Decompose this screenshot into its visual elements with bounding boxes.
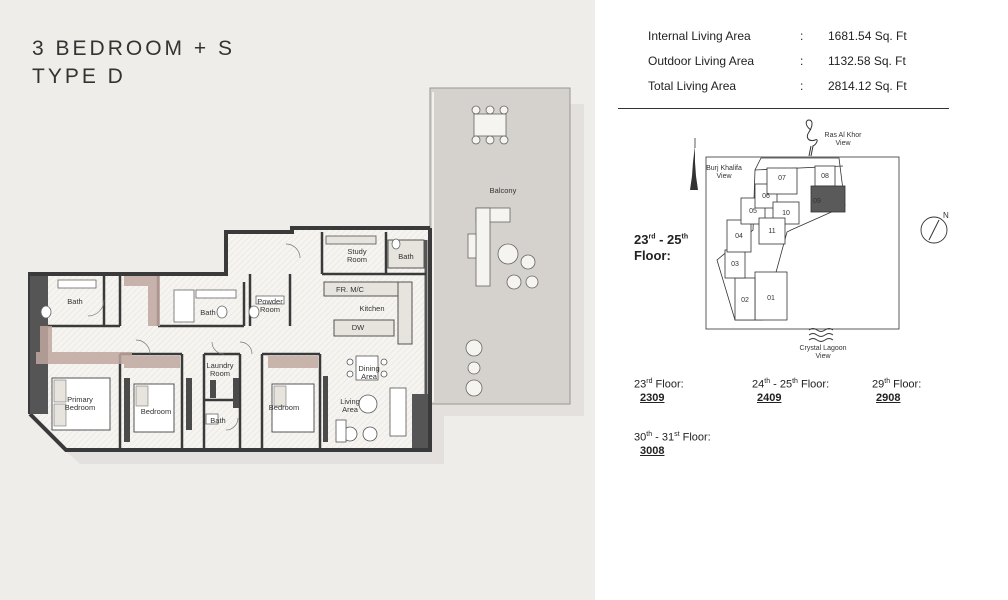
unit-title: 3 BEDROOM + S (32, 37, 235, 60)
dining-label-2: Area (361, 372, 378, 381)
dining-label-1: Dining (358, 364, 379, 373)
total-area-value: 2814.12 Sq. Ft (828, 79, 907, 93)
floor-30-31-label: 30th - 31st Floor: (634, 431, 711, 444)
study-label-1: Study (347, 247, 366, 256)
kitchen-counters (323, 239, 425, 345)
study-desk (325, 235, 377, 245)
unit-number-2908: 2908 (876, 392, 901, 404)
outdoor-area-label: Outdoor Living Area (648, 54, 755, 68)
living-furniture (335, 387, 407, 443)
unit-02: 02 (741, 297, 749, 304)
balcony-label: Balcony (490, 186, 517, 195)
study-label-2: Room (347, 255, 367, 264)
divider (618, 108, 949, 109)
lagoon-line1: Crystal Lagoon (799, 345, 846, 352)
floor-23-label: 23rd Floor: (634, 378, 684, 391)
laundry-label-2: Room (210, 369, 230, 378)
powder-label-1: Powder (257, 297, 283, 306)
bath-study-label: Bath (398, 252, 413, 261)
lagoon-line2: View (815, 353, 831, 360)
bath-fixtures (40, 238, 401, 425)
unit-number-2409: 2409 (757, 392, 782, 404)
living-label-2: Area (342, 405, 359, 414)
wardrobes (124, 376, 328, 442)
corridor-accent (36, 276, 318, 368)
water-icon (808, 328, 834, 342)
unit-07: 07 (778, 175, 786, 182)
interior-walls (48, 232, 426, 450)
total-area-sep: : (800, 79, 804, 93)
fr-mc-label: FR. M/C (336, 285, 364, 294)
bath-bottom-label: Bath (210, 416, 225, 425)
primary-bedroom-label-2: Bedroom (65, 403, 95, 412)
bedroom-1-label: Bedroom (141, 407, 171, 416)
floor-range: 23rd - 25th (634, 232, 689, 247)
floor-word: Floor: (634, 248, 671, 263)
outdoor-area-value: 1132.58 Sq. Ft (828, 54, 906, 68)
unit-08: 08 (821, 173, 829, 180)
burj-view-line1: Burj Khalifa (706, 165, 742, 172)
powder-label-2: Room (260, 305, 280, 314)
flamingo-icon (805, 119, 818, 157)
unit-01: 01 (767, 295, 775, 302)
unit-06: 06 (762, 193, 770, 200)
compass-icon: N (920, 211, 949, 244)
door-swings (87, 243, 301, 431)
unit-11: 11 (768, 228, 775, 235)
total-area-label: Total Living Area (648, 79, 737, 93)
internal-area-label: Internal Living Area (648, 29, 751, 43)
unit-number-2309: 2309 (640, 392, 665, 404)
compass-north: N (943, 211, 949, 220)
floor-24-25-label: 24th - 25th Floor: (752, 378, 830, 391)
balcony-furniture (465, 105, 539, 397)
unit-type: TYPE D (32, 65, 126, 88)
bath-left-label: Bath (67, 297, 82, 306)
key-plan-frame (705, 156, 900, 330)
unit-10: 10 (782, 210, 790, 217)
internal-area-sep: : (800, 29, 804, 43)
ras-al-khor-line2: View (835, 140, 851, 147)
info-panel (595, 0, 1008, 600)
unit-03: 03 (731, 261, 739, 268)
bedroom-2-label: Bedroom (269, 403, 299, 412)
floor-29-label: 29th Floor: (872, 378, 922, 391)
primary-bedroom-label-1: Primary (67, 395, 93, 404)
burj-khalifa-icon (690, 138, 698, 190)
dw-label: DW (352, 323, 365, 332)
key-plan: Burj Khalifa View Ras Al Khor View 01 02… (690, 119, 949, 360)
floor-plan: Balcony Study Room Bath Bath Bath Powder… (28, 87, 584, 464)
outdoor-area-sep: : (800, 54, 804, 68)
internal-area-value: 1681.54 Sq. Ft (828, 29, 907, 43)
laundry-label-1: Laundry (206, 361, 233, 370)
unit-number-3008: 3008 (640, 445, 665, 457)
key-plan-units (724, 165, 846, 321)
dining-set (346, 355, 388, 381)
kitchen-label: Kitchen (359, 304, 384, 313)
unit-09: 09 (813, 198, 821, 205)
unit-04: 04 (735, 233, 743, 240)
living-label-1: Living (340, 397, 360, 406)
unit-05: 05 (749, 208, 757, 215)
bath-mid-label: Bath (200, 308, 215, 317)
burj-view-line2: View (716, 173, 732, 180)
ras-al-khor-line1: Ras Al Khor (825, 132, 863, 139)
